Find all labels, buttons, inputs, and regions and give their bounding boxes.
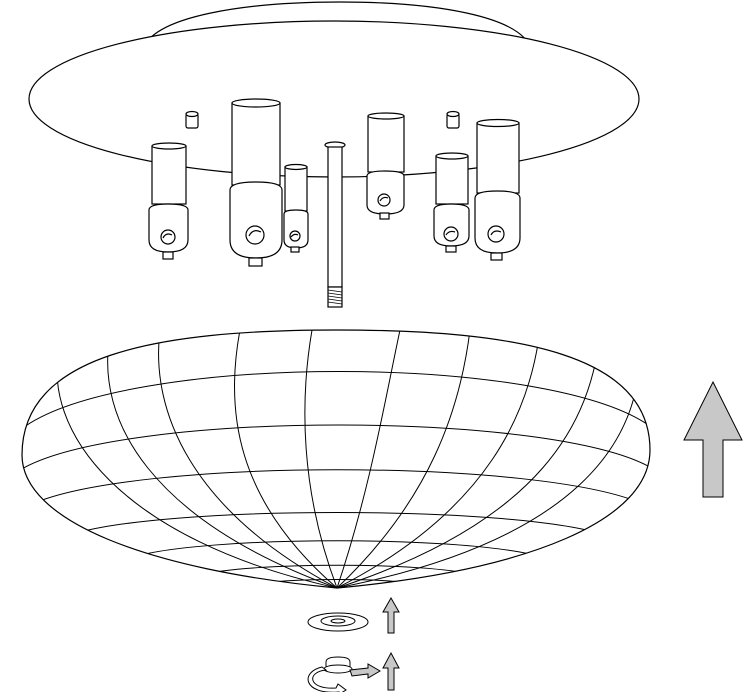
washer-up-arrow <box>382 596 400 634</box>
finial-knob <box>323 656 353 674</box>
lamp-socket <box>229 98 283 267</box>
knob-up-arrow <box>382 651 400 691</box>
lamp-socket <box>433 152 470 253</box>
lamp-socket <box>474 118 521 261</box>
center-threaded-rod <box>324 141 346 308</box>
mounting-pins <box>185 110 460 129</box>
knob-rotate-arrow <box>307 663 381 692</box>
lamp-socket <box>283 163 309 253</box>
shade-lift-arrow <box>683 380 743 498</box>
glass-shade <box>21 329 651 589</box>
mounting-pin <box>185 110 199 129</box>
mounting-pin <box>446 110 460 129</box>
lamp-socket <box>366 112 405 220</box>
lamp-sockets <box>148 98 521 267</box>
lamp-socket <box>148 142 189 260</box>
washer <box>307 612 369 632</box>
